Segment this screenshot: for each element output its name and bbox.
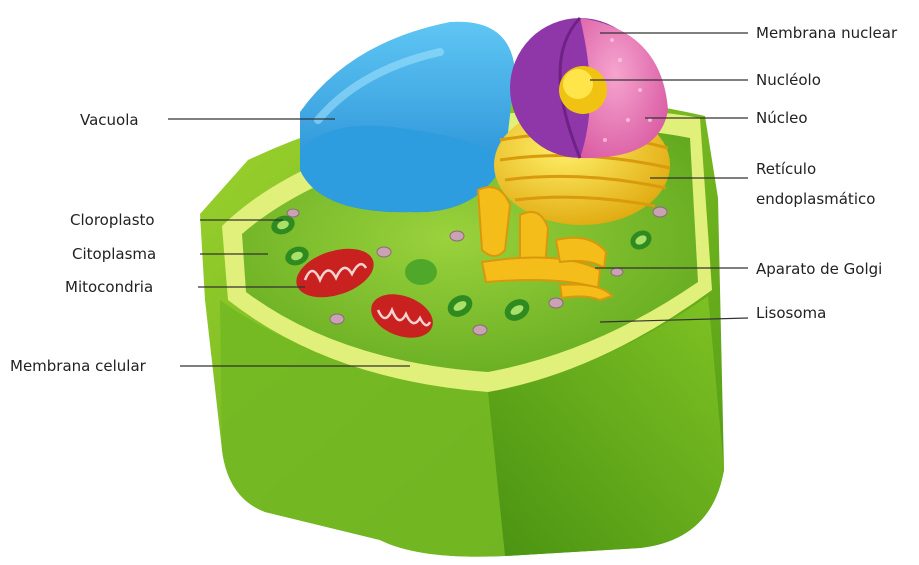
nucleolus xyxy=(559,66,607,114)
label-membrana-celular: Membrana celular xyxy=(10,357,147,375)
label-cloroplasto: Cloroplasto xyxy=(70,211,155,229)
label-vacuola: Vacuola xyxy=(80,111,139,129)
label-citoplasma: Citoplasma xyxy=(72,245,156,263)
label-mitocondria: Mitocondria xyxy=(65,278,153,296)
vesicle xyxy=(405,259,437,285)
label-nucleo: Núcleo xyxy=(756,109,808,127)
label-membrana-nuclear: Membrana nuclear xyxy=(756,24,898,42)
label-reticulo-line1: Retículo xyxy=(756,160,816,178)
vacuole xyxy=(300,22,515,212)
label-reticulo-line2: endoplasmático xyxy=(756,190,875,208)
label-aparato-golgi: Aparato de Golgi xyxy=(756,260,882,278)
label-lisosoma: Lisosoma xyxy=(756,304,826,322)
label-nucleolo: Nucléolo xyxy=(756,71,821,89)
